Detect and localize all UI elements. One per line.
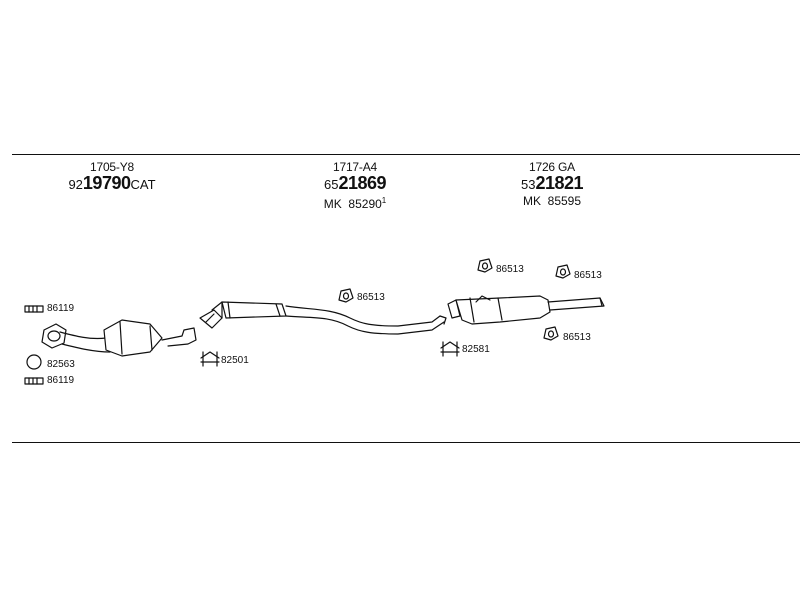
group-code: 1717-A4	[333, 160, 377, 174]
part-number: 5321821	[520, 173, 584, 193]
ring-icon	[26, 354, 42, 370]
part-label: 86513	[496, 264, 524, 275]
gasket-icon	[24, 377, 44, 385]
part-label: 86119	[47, 303, 75, 314]
hanger-icon	[555, 264, 571, 279]
clamp-icon	[200, 351, 220, 367]
group-code: 1705-Y8	[90, 160, 134, 174]
bottom-rule	[12, 442, 800, 443]
part-label: 82563	[47, 359, 75, 370]
part-number: 9219790CAT	[68, 173, 156, 193]
flange-icon	[41, 323, 67, 349]
part-number: 6521869	[323, 173, 387, 193]
rear-silencer-icon	[447, 295, 605, 325]
part-label: 86513	[357, 292, 385, 303]
middle-silencer-icon	[199, 301, 447, 335]
clamp-icon	[440, 341, 460, 357]
part-label: 82501	[221, 355, 249, 366]
hanger-icon	[477, 258, 493, 273]
mk-number: MK 85595	[522, 194, 582, 208]
top-rule	[12, 154, 800, 155]
gasket-icon	[24, 305, 44, 313]
group-catalytic: 1705-Y8 9219790CAT	[42, 160, 182, 194]
hanger-icon	[338, 288, 354, 303]
catalytic-converter-icon	[59, 319, 197, 357]
mk-number: MK 852901	[323, 196, 387, 211]
part-label: 82581	[462, 344, 490, 355]
hanger-icon	[543, 326, 559, 341]
group-rear-silencer: 1726 GA 5321821 MK 85595	[482, 160, 622, 208]
part-label: 86513	[563, 332, 591, 343]
group-code: 1726 GA	[529, 160, 575, 174]
group-middle-silencer: 1717-A4 6521869 MK 852901	[285, 160, 425, 211]
part-label: 86513	[574, 270, 602, 281]
part-label: 86119	[47, 375, 75, 386]
